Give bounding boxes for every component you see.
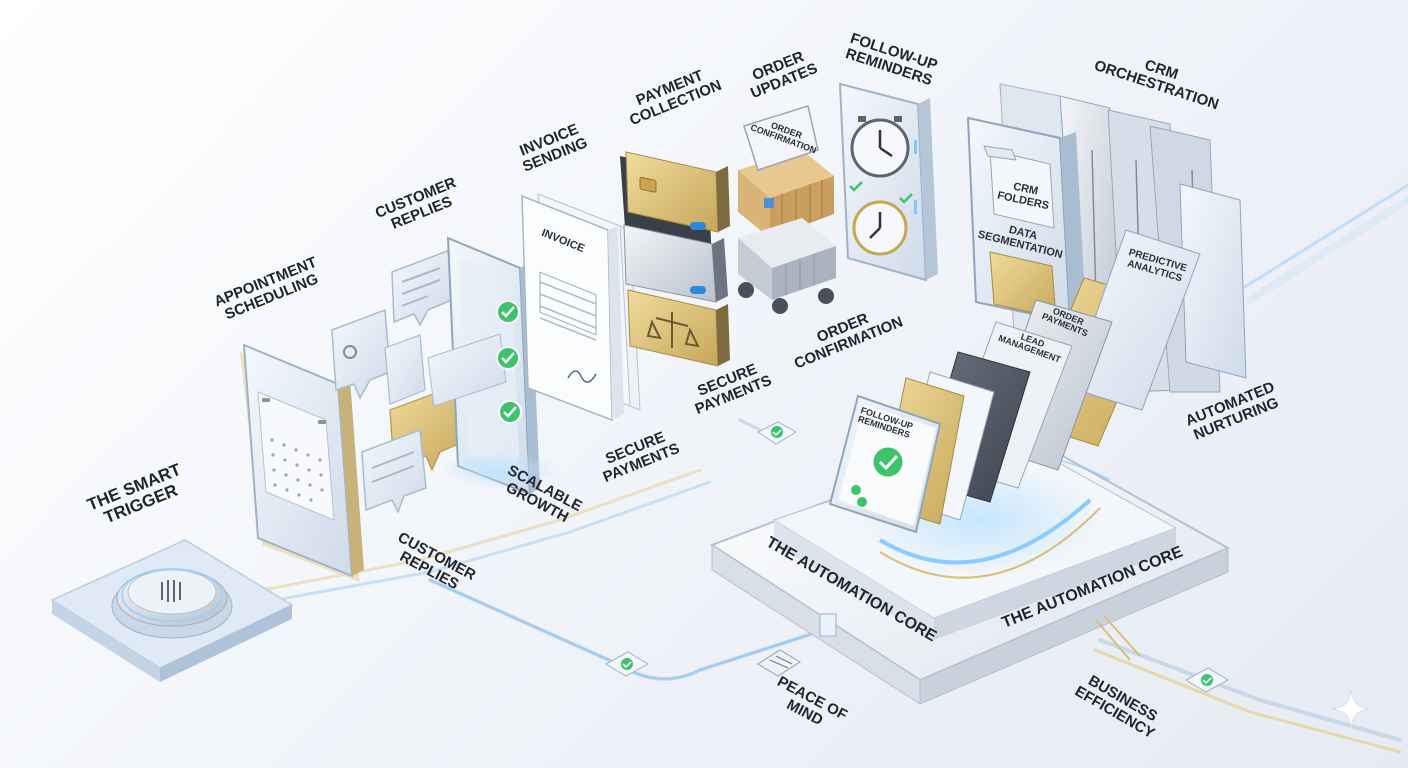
calendar-tablet — [240, 343, 364, 582]
check-icon — [498, 400, 522, 424]
check-icon — [851, 485, 867, 507]
scales-icon — [646, 312, 700, 348]
card-toggle-icon — [690, 222, 706, 294]
grid-node — [757, 649, 801, 677]
automation-card-deck — [828, 229, 1201, 534]
clock-icon — [852, 200, 908, 256]
payment-cards — [620, 151, 730, 367]
calendar-icon — [262, 398, 326, 424]
phone-device — [427, 236, 560, 496]
sparkle-icon — [1331, 689, 1371, 729]
invoice-documents — [521, 193, 641, 422]
smart-trigger-device — [50, 539, 294, 682]
automation-core-platform — [709, 428, 1231, 705]
trigger-icon — [161, 580, 181, 602]
clock-icon — [850, 116, 910, 178]
check-icon — [870, 444, 906, 480]
check-node — [1184, 667, 1230, 693]
check-node — [757, 421, 797, 445]
check-icon — [496, 300, 520, 324]
shipping-containers — [738, 105, 836, 314]
check-icon — [496, 346, 520, 370]
calendar-grid — [270, 438, 324, 502]
chat-bubbles — [331, 248, 469, 514]
check-node — [604, 651, 650, 677]
reminder-clock-tablet — [838, 82, 938, 282]
